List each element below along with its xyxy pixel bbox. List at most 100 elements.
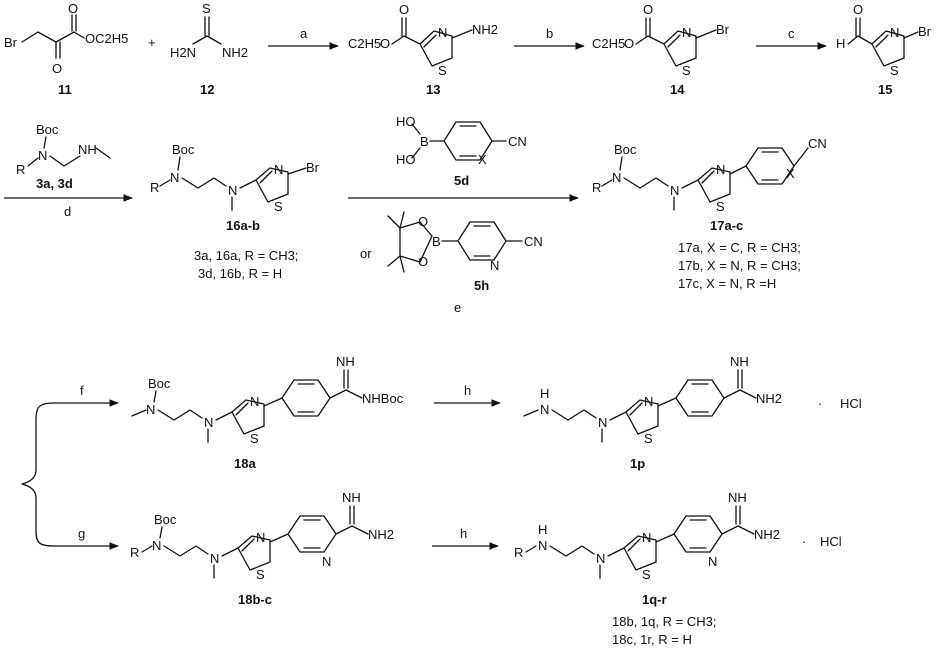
dot-separator: · [802, 534, 806, 549]
label-14: 14 [670, 82, 685, 97]
compound-18b-c: Boc N R N N S N NH NH2 18b-c [130, 490, 394, 607]
group-nh2: NH2 [756, 391, 782, 406]
atom-o: O [399, 2, 409, 17]
atom-n: N [716, 162, 725, 177]
compound-18a: Boc N N N S NH NHBoc 18a [131, 354, 404, 471]
group-cn: CN [524, 234, 543, 249]
dot-separator: · [818, 396, 822, 411]
atom-n: N [612, 170, 621, 185]
group-cn: CN [508, 134, 527, 149]
legend-17a: 17a, X = C, R = CH3; [678, 240, 801, 255]
group-h2n: H2N [170, 45, 196, 60]
atom-r: R [16, 162, 25, 177]
label-1p: 1p [630, 456, 645, 471]
group-c2h5: C2H5 [348, 36, 381, 51]
atom-n: N [228, 183, 237, 198]
atom-o: O [52, 61, 62, 76]
group-nh2: NH2 [222, 45, 248, 60]
atom-o: O [853, 2, 863, 17]
step-label-e: e [454, 300, 461, 315]
legend-16b: 3d, 16b, R = H [198, 266, 282, 281]
protecting-group-boc: Boc [148, 376, 171, 391]
label-5d: 5d [454, 173, 469, 188]
compound-5h: or O O B N CN 5h e [360, 211, 543, 315]
legend-18b: 18b, 1q, R = CH3; [612, 614, 716, 629]
atom-o: O [418, 214, 428, 229]
atom-o: O [380, 36, 390, 51]
label-18b-c: 18b-c [238, 592, 272, 607]
protecting-group-boc: Boc [36, 122, 59, 137]
atom-n: N [708, 554, 717, 569]
atom-s: S [644, 431, 653, 446]
atom-n: N [490, 258, 499, 273]
group-nh2: NH2 [754, 527, 780, 542]
atom-o: O [643, 2, 653, 17]
legend-18c: 18c, 1r, R = H [612, 632, 692, 647]
atom-n: N [538, 538, 547, 553]
atom-r: R [130, 545, 139, 560]
branch-brace [21, 402, 55, 547]
atom-x: X [786, 166, 795, 181]
label-17a-c: 17a-c [710, 218, 743, 233]
group-nh: NH [728, 490, 747, 505]
atom-n: N [274, 162, 283, 177]
atom-n: N [642, 530, 651, 545]
compound-15: H O N S Br 15 [836, 2, 932, 97]
compound-16a-b: Boc N R N N S Br 16a-b [150, 142, 320, 233]
atom-r: R [592, 180, 601, 195]
step-label-c: c [788, 26, 795, 41]
atom-n: N [438, 25, 447, 40]
compound-14: C2H5 O O N S Br 14 [592, 2, 730, 97]
atom-r: R [514, 545, 523, 560]
group-nhboc: NHBoc [362, 391, 404, 406]
label-5h: 5h [474, 278, 489, 293]
group-c2h5: C2H5 [592, 36, 625, 51]
group-ho: HO [396, 114, 416, 129]
step-label-h2: h [460, 526, 467, 541]
atom-s: S [256, 567, 265, 582]
atom-h: H [540, 386, 549, 401]
group-nh: NH [730, 354, 749, 369]
legend-16a: 3a, 16a, R = CH3; [194, 248, 298, 263]
group-nh2: NH2 [368, 527, 394, 542]
atom-h: H [836, 36, 845, 51]
atom-n: N [38, 148, 47, 163]
group-nh2: NH2 [472, 22, 498, 37]
atom-n: N [598, 415, 607, 430]
atom-n: N [204, 415, 213, 430]
atom-s: S [250, 431, 259, 446]
atom-h: H [538, 522, 547, 537]
compound-3a-3d: Boc N R NH 3a, 3d [16, 122, 111, 191]
label-18a: 18a [234, 456, 256, 471]
protecting-group-boc: Boc [614, 142, 637, 157]
atom-n: N [170, 170, 179, 185]
atom-s: S [642, 567, 651, 582]
compound-1p: H N N N S NH NH2 · HCl 1p [523, 354, 862, 471]
atom-n: N [250, 394, 259, 409]
atom-br: Br [4, 35, 18, 50]
compound-1q-r: H N R N N S N NH NH2 · HCl 1q-r [514, 490, 842, 607]
atom-n: N [670, 183, 679, 198]
or-label: or [360, 246, 372, 261]
atom-b: B [432, 234, 441, 249]
group-nh: NH [342, 490, 361, 505]
group-ho: HO [396, 152, 416, 167]
label-16a-b: 16a-b [226, 218, 260, 233]
atom-x: X [478, 152, 487, 167]
atom-n: N [540, 402, 549, 417]
compound-11: Br O O OC2H5 11 [4, 1, 128, 97]
protecting-group-boc: Boc [154, 512, 177, 527]
atom-br: Br [306, 160, 320, 175]
atom-n: N [210, 551, 219, 566]
protecting-group-boc: Boc [172, 142, 195, 157]
label-13: 13 [426, 82, 440, 97]
legend-17c: 17c, X = N, R =H [678, 276, 776, 291]
atom-br: Br [716, 22, 730, 37]
group-nh: NH [78, 142, 97, 157]
label-15: 15 [878, 82, 892, 97]
salt-hcl: HCl [820, 534, 842, 549]
step-label-d: d [64, 204, 71, 219]
label-3a-3d: 3a, 3d [36, 176, 73, 191]
atom-b: B [420, 134, 429, 149]
atom-o: O [624, 36, 634, 51]
